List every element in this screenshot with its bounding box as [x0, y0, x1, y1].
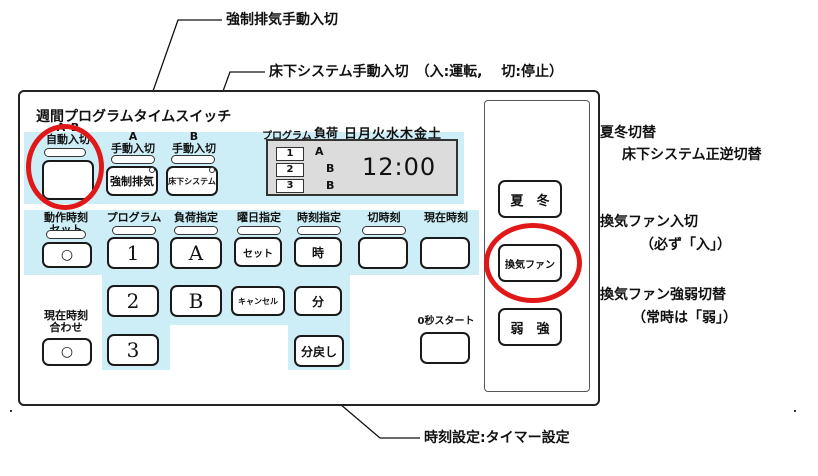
- adjust-label: 現在時刻 合わせ: [44, 309, 88, 334]
- weekday-label: 曜日指定: [237, 211, 281, 224]
- callout-vent-strength-sub: （常時は「弱」）: [632, 310, 737, 326]
- lcd-load-3: B: [326, 179, 335, 192]
- callout-vent-fan: 換気ファン入切: [600, 214, 698, 230]
- program-lamp: [112, 226, 156, 235]
- callout-vent-strength: 換気ファン強弱切替: [600, 287, 726, 303]
- program-2-button[interactable]: 2: [107, 285, 159, 317]
- callout-time-setting: 時刻設定:タイマー設定: [424, 430, 570, 446]
- switch-time-button[interactable]: [358, 237, 408, 269]
- time-lamp: [297, 226, 341, 235]
- lcd-program-num-1: 1: [276, 147, 304, 161]
- op-time-set-button[interactable]: ○: [42, 242, 92, 268]
- floor-system-indicator: [209, 167, 215, 173]
- b-manual-lamp: [171, 155, 215, 164]
- current-time-button[interactable]: [420, 237, 470, 269]
- switch-time-lamp: [362, 226, 406, 235]
- callout-season-sub: 床下システム正逆切替: [622, 147, 762, 163]
- display-header-program: プログラム: [262, 131, 312, 142]
- force-exhaust-indicator: [149, 167, 155, 173]
- hour-button[interactable]: 時: [294, 237, 342, 267]
- load-lamp: [174, 226, 218, 235]
- callout-force-exhaust: 強制排気手動入切: [226, 12, 338, 28]
- b-manual-label: B 手動入切: [172, 130, 216, 155]
- program-label: プログラム: [106, 211, 162, 224]
- weekday-set-button[interactable]: セット: [234, 237, 282, 267]
- lcd-load-2: B: [326, 162, 335, 175]
- load-b-button[interactable]: B: [170, 285, 222, 317]
- weekday-lamp: [237, 226, 281, 235]
- lcd-load-1: A: [315, 145, 324, 158]
- current-time-label: 現在時刻: [424, 211, 468, 224]
- display-days: 日月火水木金土: [344, 127, 443, 142]
- annotation-ring-vent-fan: [484, 223, 582, 303]
- switch-time-label: 切時刻: [367, 211, 401, 224]
- a-manual-lamp: [111, 155, 155, 164]
- lcd-program-num-2: 2: [276, 163, 304, 177]
- display-header-load: 負荷: [314, 126, 339, 140]
- callout-season: 夏冬切替: [600, 125, 656, 141]
- lcd-program-num-3: 3: [276, 179, 304, 193]
- floor-system-button[interactable]: 床下システム: [166, 166, 218, 196]
- weekday-cancel-button[interactable]: キャンセル: [231, 286, 285, 316]
- program-3-button[interactable]: 3: [107, 334, 159, 366]
- vent-strength-button[interactable]: 弱 強: [498, 308, 562, 346]
- a-manual-label: A 手動入切: [111, 130, 155, 155]
- load-label: 負荷指定: [174, 211, 218, 224]
- op-time-set-label: 動作時刻 セット: [44, 211, 88, 235]
- lcd-time: 12:00: [362, 153, 437, 181]
- adjust-button[interactable]: ○: [42, 338, 92, 366]
- program-1-button[interactable]: 1: [107, 237, 159, 269]
- callout-floor-system: 床下システム手動入切 （入:運転, 切:停止）: [269, 64, 563, 80]
- op-time-lamp: [46, 230, 86, 239]
- speck: [794, 410, 796, 412]
- leader-time-setting: [339, 403, 420, 439]
- load-a-button[interactable]: A: [170, 237, 222, 269]
- minute-button[interactable]: 分: [294, 286, 342, 316]
- zero-start-button[interactable]: [420, 332, 470, 364]
- panel-title: 週間プログラムタイムスイッチ: [36, 109, 232, 125]
- speck: [10, 410, 12, 412]
- zero-start-label: 0秒スタート: [417, 316, 475, 327]
- annotation-ring-ab-auto: [26, 124, 104, 210]
- callout-vent-fan-sub: （必ず「入」）: [640, 237, 731, 253]
- season-switch-button[interactable]: 夏 冬: [498, 180, 562, 218]
- side-panel: [484, 100, 590, 392]
- minute-back-button[interactable]: 分戻し: [294, 335, 344, 367]
- lcd-display: 1 2 3 A B B 12:00: [266, 139, 458, 196]
- time-label: 時刻指定: [297, 211, 341, 224]
